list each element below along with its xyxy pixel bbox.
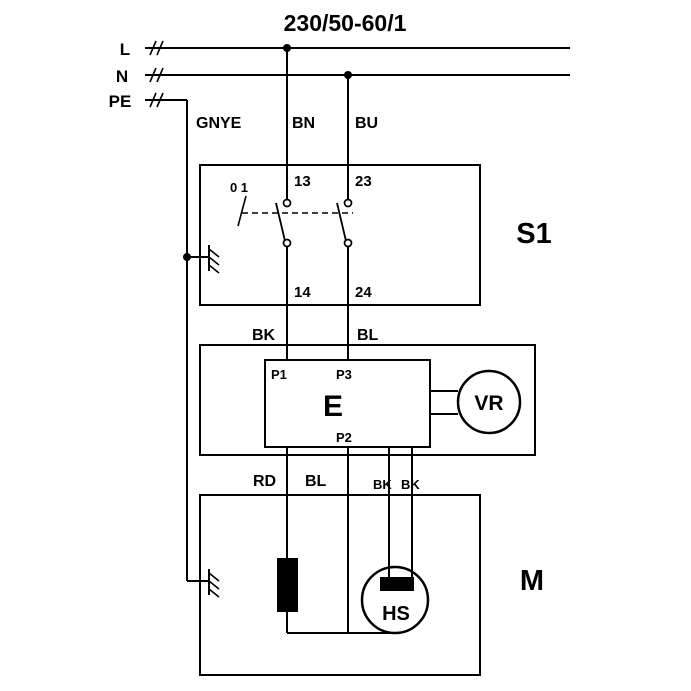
junction-l-bn	[283, 44, 291, 52]
diagram-title: 230/50-60/1	[284, 10, 407, 36]
controller-e-label: E	[323, 390, 343, 423]
switch-position-label: 0 1	[230, 180, 248, 195]
contact-23-24	[336, 165, 353, 305]
vr-regulator-circle	[456, 369, 522, 435]
switch-lever-icon	[237, 195, 247, 227]
terminal-p2-label: P2	[336, 430, 352, 445]
vr-label: VR	[474, 392, 503, 415]
s1-earth-ground-icon	[187, 245, 220, 274]
terminal-23-label: 23	[355, 173, 372, 190]
line-n-label: N	[116, 67, 128, 86]
hs-label: HS	[382, 603, 410, 625]
terminal-p3-label: P3	[336, 367, 352, 382]
contact-blade-1	[275, 202, 286, 242]
motor-m-label: M	[520, 565, 544, 597]
contact-13-14	[275, 165, 292, 305]
thermal-contact-icon	[380, 577, 414, 591]
label-bu: BU	[355, 115, 378, 132]
junction-n-bu	[344, 71, 352, 79]
label-bn: BN	[292, 115, 315, 132]
switch-s1-label: S1	[516, 218, 551, 250]
junction-dots	[183, 44, 352, 261]
terminal-24-label: 24	[355, 284, 372, 301]
terminal-14-label: 14	[294, 284, 311, 301]
label-bl-lower: BL	[305, 473, 327, 490]
controller-outer-box	[199, 344, 536, 456]
label-bk-upper: BK	[252, 327, 276, 344]
label-bl-upper: BL	[357, 327, 379, 344]
cable-slash-marks	[149, 40, 164, 108]
label-bk-2: BK	[401, 477, 420, 492]
hs-thermal-switch-circle	[360, 565, 430, 635]
feed-wires	[186, 48, 349, 581]
switch-s1-box	[199, 164, 481, 306]
motor-m-box	[199, 494, 481, 676]
motor-earth-ground-icon	[187, 569, 220, 598]
line-pe-label: PE	[109, 92, 132, 111]
terminal-13-label: 13	[294, 173, 311, 190]
label-gnye: GNYE	[196, 115, 242, 132]
label-rd: RD	[253, 473, 276, 490]
capacitor-block-icon	[277, 558, 298, 612]
label-bk-1: BK	[373, 477, 392, 492]
supply-rails	[145, 47, 570, 101]
line-l-label: L	[120, 40, 130, 59]
terminal-p1-label: P1	[271, 367, 287, 382]
contact-blade-2	[336, 202, 347, 242]
